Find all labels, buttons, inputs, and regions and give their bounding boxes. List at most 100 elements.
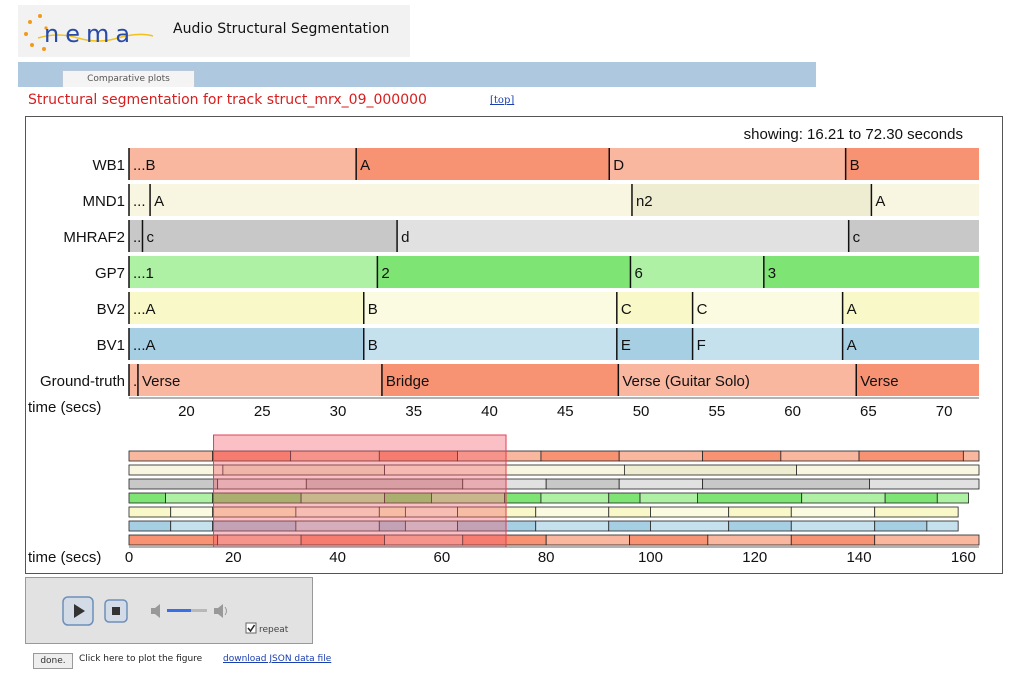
segment-block[interactable] [381, 364, 619, 396]
segment-block[interactable] [377, 256, 631, 288]
showing-range-text: showing: 16.21 to 72.30 seconds [744, 126, 963, 143]
segment-block[interactable] [630, 256, 764, 288]
segment-label: E [621, 337, 631, 354]
segment-label: Bridge [386, 373, 429, 390]
segment-block[interactable] [692, 292, 843, 324]
segment-block[interactable] [142, 220, 398, 252]
segment-block[interactable] [129, 328, 364, 360]
top-link[interactable]: [top] [490, 95, 515, 106]
segment-label: d [401, 229, 409, 246]
overview-segment [618, 478, 704, 490]
overview-tick-label: 160 [951, 549, 976, 566]
overview-segment [170, 520, 213, 532]
segment-label: D [613, 157, 624, 174]
segment-label: A [154, 193, 164, 210]
done-button[interactable]: done. [33, 653, 73, 669]
header-bar [18, 5, 410, 57]
overview-segment [535, 520, 610, 532]
segment-label: A [360, 157, 370, 174]
overview-time-label: time (secs) [28, 549, 101, 566]
stop-button[interactable] [104, 599, 128, 623]
segment-block[interactable] [842, 292, 979, 324]
row-label: MND1 [82, 193, 125, 210]
overview-segment [790, 534, 876, 546]
check-icon [247, 624, 256, 633]
overview-segment [780, 450, 860, 462]
app-title: Audio Structural Segmentation [173, 21, 390, 37]
segment-label: Verse [142, 373, 180, 390]
overview-tick-label: 100 [638, 549, 663, 566]
overview-tick-label: 20 [225, 549, 242, 566]
segment-block[interactable] [842, 328, 979, 360]
play-icon [74, 604, 85, 618]
svg-text:nema: nema [44, 20, 136, 48]
download-json-link[interactable]: download JSON data file [223, 654, 332, 664]
segment-block[interactable] [856, 364, 979, 396]
segment-block[interactable] [129, 220, 143, 252]
row-label: GP7 [95, 265, 125, 282]
segment-block[interactable] [871, 184, 979, 216]
plot-hint-text: Click here to plot the figure [79, 654, 203, 664]
segment-block[interactable] [609, 148, 846, 180]
audio-player-controls: repeat [62, 596, 289, 635]
play-button[interactable] [62, 596, 94, 626]
segment-label: A [875, 193, 885, 210]
segment-block[interactable] [363, 292, 617, 324]
page-title: Structural segmentation for track struct… [28, 92, 427, 108]
stop-icon [112, 607, 120, 615]
overview-view-window[interactable] [213, 434, 507, 548]
segment-label: Verse [860, 373, 898, 390]
overview-segment [128, 478, 219, 490]
overview-tick-label: 80 [538, 549, 555, 566]
overview-segment [618, 450, 704, 462]
overview-segment [639, 492, 698, 504]
segment-block[interactable] [129, 184, 151, 216]
segment-block[interactable] [129, 148, 357, 180]
segment-block[interactable] [618, 364, 857, 396]
segment-block[interactable] [397, 220, 849, 252]
overview-segment [874, 506, 959, 518]
segment-block[interactable] [356, 148, 610, 180]
segment-block[interactable] [363, 328, 617, 360]
overview-segment [128, 534, 219, 546]
main-tick-label: 45 [557, 403, 574, 420]
segment-block[interactable] [137, 364, 382, 396]
segment-block[interactable] [616, 292, 693, 324]
main-tick-label: 35 [405, 403, 422, 420]
overview-segment [165, 492, 213, 504]
segment-label: .. [133, 229, 141, 246]
segment-label: B [368, 337, 378, 354]
segment-block[interactable] [129, 364, 138, 396]
tab-comparative-plots[interactable]: Comparative plots [62, 70, 195, 87]
segment-block[interactable] [763, 256, 979, 288]
overview-segment [702, 478, 870, 490]
overview-segment [707, 534, 792, 546]
segment-label: c [853, 229, 861, 246]
segment-block[interactable] [616, 328, 693, 360]
main-tick-label: 25 [254, 403, 271, 420]
segment-label: . [133, 373, 137, 390]
segment-label: A [847, 337, 857, 354]
segment-label: c [146, 229, 154, 246]
segment-block[interactable] [129, 292, 364, 324]
segment-block[interactable] [692, 328, 843, 360]
overview-segment [790, 520, 876, 532]
segment-block[interactable] [150, 184, 632, 216]
overview-tick-label: 60 [434, 549, 451, 566]
repeat-checkbox[interactable] [245, 622, 257, 634]
segment-label: B [850, 157, 860, 174]
overview-segment [128, 464, 224, 476]
row-label: BV2 [97, 301, 125, 318]
segment-block[interactable] [845, 148, 979, 180]
main-tick-label: 20 [178, 403, 195, 420]
row-label: Ground-truth [40, 373, 125, 390]
overview-tick-label: 120 [742, 549, 767, 566]
segment-block[interactable] [129, 256, 378, 288]
overview-segment [128, 520, 172, 532]
segment-block[interactable] [631, 184, 872, 216]
segment-block[interactable] [848, 220, 979, 252]
segment-label: ...B [133, 157, 156, 174]
overview-tick-label: 0 [125, 549, 133, 566]
